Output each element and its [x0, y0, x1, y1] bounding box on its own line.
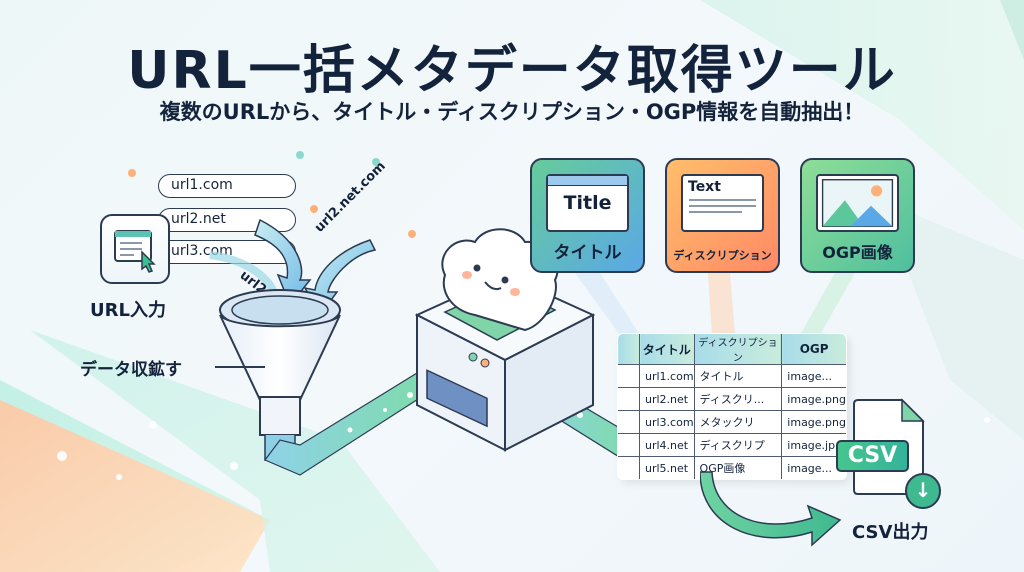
- table-row: url3.com メタックリ image.png: [618, 410, 846, 434]
- table-cell-ogp: image...: [781, 456, 846, 479]
- feature-card-description: Text ディスクリプション: [665, 158, 780, 273]
- text-document-icon: Text: [681, 174, 764, 232]
- title-preview: Title: [563, 192, 612, 214]
- table-cell-description: ディスクリプ: [694, 433, 783, 457]
- download-icon[interactable]: ↓: [905, 473, 941, 509]
- table-row: url1.com タイトル image...: [618, 364, 846, 388]
- table-cell-url: url1.com: [639, 364, 695, 388]
- table-cell-description: タイトル: [694, 364, 783, 388]
- title-window-icon: Title: [546, 174, 629, 232]
- table-header-title: タイトル: [639, 334, 695, 365]
- table-cell-url: url3.com: [639, 410, 695, 434]
- table-cell-url: url5.net: [639, 456, 695, 479]
- funnel-label-line: [215, 366, 265, 368]
- result-table: タイトル ディスクリプション OGP url1.com タイトル image..…: [617, 333, 847, 480]
- feature-card-title: Title タイトル: [530, 158, 645, 273]
- table-cell-description: メタックリ: [694, 410, 783, 434]
- image-icon: [816, 174, 899, 232]
- table-row: url2.net ディスクリ... image.png: [618, 387, 846, 411]
- text-preview: Text: [688, 179, 721, 195]
- feature-label-title: タイトル: [553, 243, 622, 263]
- table-cell-ogp: image.png: [781, 410, 846, 434]
- table-cell-url: url4.net: [639, 433, 695, 457]
- page-title: URL一括メタデータ取得ツール: [127, 41, 897, 101]
- table-cell-ogp: image.jp: [781, 433, 846, 457]
- table-cell-ogp: image.png: [781, 387, 846, 411]
- browser-cursor-icon: [114, 230, 156, 273]
- export-arrow: [700, 471, 842, 547]
- table-header-index: [618, 334, 640, 365]
- feature-label-description: ディスクリプション: [673, 249, 772, 262]
- cloud-server-icon: [414, 228, 596, 452]
- table-row: url4.net ディスクリプ image.jp: [618, 433, 846, 457]
- table-header-description: ディスクリプション: [694, 334, 783, 365]
- table-row: url5.net OGP画像 image...: [618, 456, 846, 479]
- funnel-icon: [219, 289, 341, 461]
- table-header-row: タイトル ディスクリプション OGP: [618, 334, 846, 365]
- csv-output-label: CSV出力: [852, 522, 929, 543]
- table-header-ogp: OGP: [781, 334, 846, 365]
- feature-card-ogp: OGP画像: [800, 158, 915, 273]
- table-cell-url: url2.net: [639, 387, 695, 411]
- url-input-label: URL入力: [90, 300, 166, 321]
- url-input-1[interactable]: url1.com: [158, 174, 296, 198]
- feature-label-ogp: OGP画像: [822, 243, 893, 262]
- table-cell-ogp: image...: [781, 364, 846, 388]
- page-subtitle: 複数のURLから、タイトル・ディスクリプション・OGP情報を自動抽出！: [159, 100, 865, 124]
- url-input-card: [100, 214, 170, 284]
- funnel-label: データ収鉱す: [80, 360, 182, 380]
- table-cell-description: ディスクリ...: [694, 387, 783, 411]
- csv-badge: CSV: [836, 440, 909, 472]
